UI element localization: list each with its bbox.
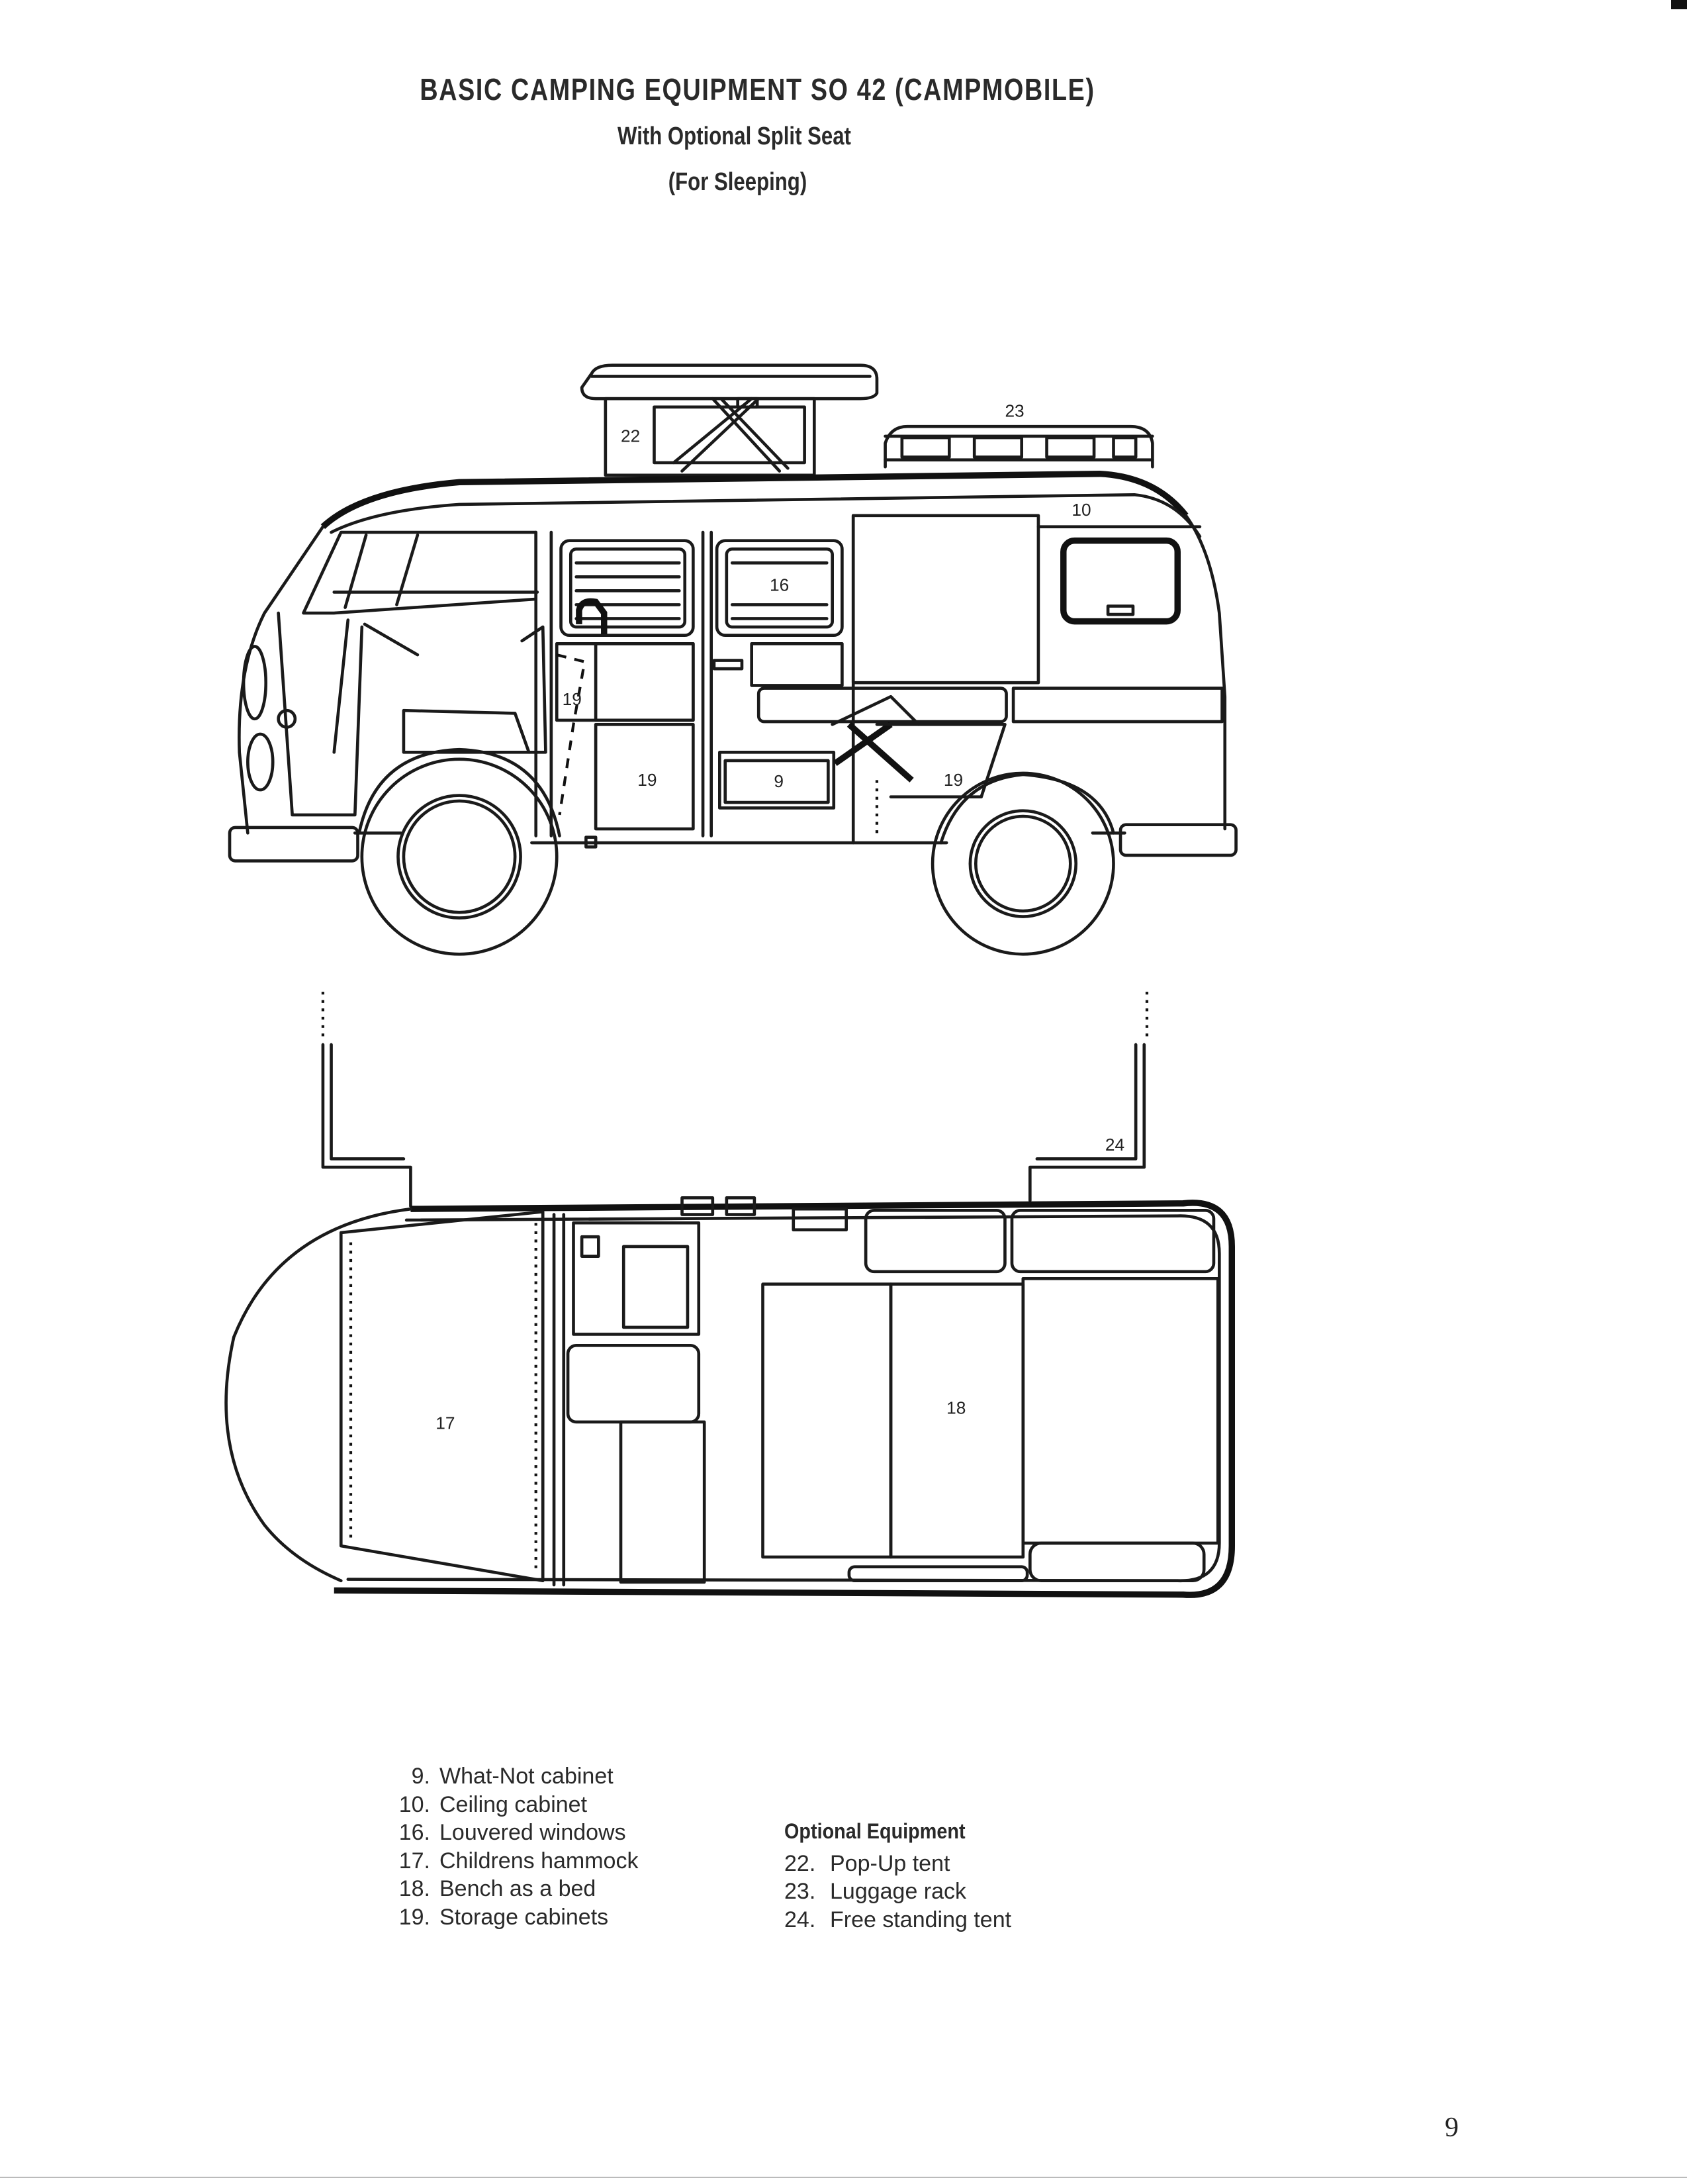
legend-number: 17. (398, 1848, 430, 1874)
free-standing-tent-drawing (321, 992, 1149, 1208)
legend-label: What-Not cabinet (439, 1764, 614, 1789)
legend-label: Childrens hammock (439, 1848, 639, 1874)
popup-tent-drawing (580, 363, 879, 477)
scan-edge-line (0, 2177, 1687, 2178)
label-9: 9 (774, 771, 784, 791)
legend-label: Bench as a bed (439, 1876, 596, 1901)
hammock-drawing (339, 1210, 545, 1583)
scan-corner-mark (1671, 0, 1687, 9)
louvered-window-1 (559, 539, 695, 637)
legend-number: 9. (411, 1764, 430, 1789)
rear-wheel (931, 771, 1115, 956)
legend-number: 16. (398, 1820, 430, 1845)
legend-label: Free standing tent (830, 1907, 1012, 1932)
page-number: 9 (1445, 2113, 1459, 2143)
label-18: 18 (946, 1398, 966, 1417)
label-10: 10 (1071, 500, 1091, 520)
legend-number: 22. (784, 1850, 816, 1876)
label-17: 17 (435, 1413, 455, 1433)
legend-item: 24. Free standing tent (784, 1906, 1011, 1934)
page-title: BASIC CAMPING EQUIPMENT SO 42 (CAMPMOBIL… (420, 72, 1095, 107)
legend-item: 22. Pop-Up tent (784, 1850, 1011, 1878)
legend-item: 19. Storage cabinets (384, 1903, 638, 1932)
label-22: 22 (621, 426, 640, 446)
legend-standard-equipment: 9. What-Not cabinet 10. Ceiling cabinet 16… (384, 1762, 639, 1932)
label-16: 16 (770, 575, 789, 594)
legend-label: Louvered windows (439, 1820, 626, 1845)
label-19-rear: 19 (944, 770, 963, 790)
legend-item: 16. Louvered windows (384, 1819, 638, 1847)
legend-item: 9. What-Not cabinet (384, 1762, 638, 1791)
legend-item: 10. Ceiling cabinet (384, 1791, 638, 1819)
legend-optional-equipment: Optional Equipment 22. Pop-Up tent 23. Lug… (784, 1817, 1011, 1934)
legend-item: 17. Childrens hammock (384, 1847, 639, 1875)
label-23: 23 (1005, 401, 1024, 420)
legend-number: 23. (784, 1879, 816, 1904)
legend-label: Pop-Up tent (830, 1850, 950, 1876)
legend-item: 23. Luggage rack (784, 1877, 1011, 1906)
legend-number: 18. (398, 1876, 430, 1901)
louvered-window-2 (715, 539, 844, 637)
bench-bed-drawing (761, 1208, 1220, 1583)
luggage-rack-drawing (884, 424, 1154, 469)
page-subtitle: With Optional Split Seat (617, 122, 851, 150)
legend-label: Storage cabinets (439, 1904, 609, 1930)
side-view: 22 23 (228, 363, 1238, 956)
floor-plan-view: 24 17 18 (224, 992, 1236, 1598)
label-19-upper: 19 (563, 689, 582, 709)
optional-equipment-heading: Optional Equipment (784, 1819, 966, 1843)
label-19-lower: 19 (637, 770, 657, 790)
legend-label: Ceiling cabinet (439, 1791, 588, 1817)
legend-item: 18. Bench as a bed (384, 1875, 638, 1903)
label-24: 24 (1105, 1135, 1124, 1155)
front-wheel (360, 757, 559, 956)
legend-label: Luggage rack (830, 1879, 967, 1904)
page-subtitle-2: (For Sleeping) (668, 168, 807, 196)
legend-number: 24. (784, 1907, 816, 1932)
legend-number: 19. (398, 1904, 430, 1930)
legend-number: 10. (398, 1791, 430, 1817)
